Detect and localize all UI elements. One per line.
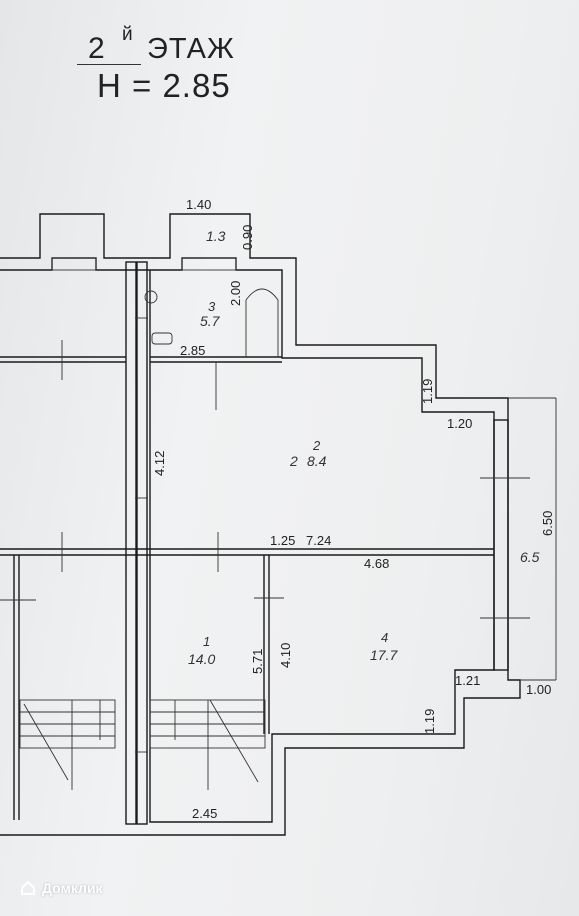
staircase-right <box>149 699 266 790</box>
dim-partial-mark: 1.25 <box>270 533 295 548</box>
ceiling-height: H = 2.85 <box>97 67 231 104</box>
floor-number: 2 <box>88 32 105 65</box>
dim-room4-length: 4.10 <box>278 643 293 668</box>
dim-room-width: 7.24 <box>306 533 331 548</box>
room-2-area: 8.4 <box>307 453 327 469</box>
room-2-number: 2 <box>312 438 321 453</box>
house-icon <box>21 880 35 895</box>
room-1-area: 14.0 <box>188 651 215 667</box>
balcony-area: 1.3 <box>206 228 226 244</box>
dim-stair-width: 2.45 <box>192 806 217 821</box>
dim-wall-c: 1.21 <box>455 673 480 688</box>
dim-room1-length: 5.71 <box>250 649 265 674</box>
room-4-area: 17.7 <box>370 647 398 663</box>
dim-balcony-width: 1.40 <box>186 197 211 212</box>
dim-bay-length: 6.50 <box>540 511 555 536</box>
staircase-left <box>19 699 116 790</box>
room-3-area: 5.7 <box>200 313 221 329</box>
floor-word: ЭТАЖ <box>147 33 235 65</box>
dim-wall-d: 1.19 <box>422 709 437 734</box>
title-underline <box>77 64 141 65</box>
floor-suffix: й <box>122 24 133 45</box>
room-2-prefix: 2 <box>289 453 298 469</box>
domclick-watermark: Домклик <box>20 880 103 896</box>
dim-bay-depth: 1.00 <box>526 682 551 697</box>
dim-hall-length: 4.12 <box>152 451 167 476</box>
dim-bath-niche: 2.00 <box>228 281 243 306</box>
dim-bath-width: 2.85 <box>180 343 205 358</box>
dim-balcony-depth: 0.90 <box>240 225 255 250</box>
dim-wall-b: 1.20 <box>447 416 472 431</box>
door-marks <box>0 340 530 619</box>
outer-walls <box>0 213 557 836</box>
floor-title: 2 й ЭТАЖ H = 2.85 <box>0 0 579 110</box>
bay-area: 6.5 <box>520 549 540 565</box>
watermark-text: Домклик <box>42 880 103 896</box>
room-3-number: 3 <box>208 299 216 314</box>
dim-room-partition: 4.68 <box>364 556 389 571</box>
dim-wall-a: 1.19 <box>420 379 435 404</box>
room-4-number: 4 <box>381 630 388 645</box>
room-1-number: 1 <box>203 634 210 649</box>
